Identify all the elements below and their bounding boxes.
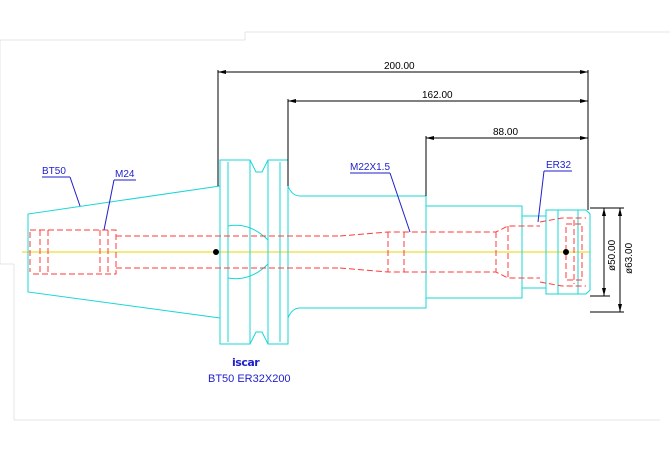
hidden-bore bbox=[29, 217, 586, 287]
dim-overall-length: 200.00 bbox=[384, 61, 415, 72]
label-leaders bbox=[42, 170, 572, 233]
iscar-logo: iscar bbox=[232, 356, 260, 369]
drawing-caption: BT50 ER32X200 bbox=[208, 373, 291, 385]
dimension-arrows bbox=[218, 70, 622, 312]
label-pull-stud-thread: M24 bbox=[115, 169, 135, 180]
center-mark-nose bbox=[563, 249, 569, 255]
dim-diameter-body: ø50.00 bbox=[607, 239, 618, 271]
label-collet: ER32 bbox=[546, 160, 571, 171]
label-back-thread: M22X1.5 bbox=[350, 162, 390, 173]
dim-diameter-flange: ø63.00 bbox=[624, 242, 635, 274]
center-mark-flange bbox=[213, 249, 219, 255]
sheet-border bbox=[0, 31, 670, 421]
label-taper: BT50 bbox=[42, 166, 66, 177]
dim-shank-length: 162.00 bbox=[422, 90, 453, 101]
dimension-lines bbox=[217, 70, 624, 313]
dim-nose-length: 88.00 bbox=[493, 127, 518, 138]
holder-outline bbox=[27, 159, 591, 345]
